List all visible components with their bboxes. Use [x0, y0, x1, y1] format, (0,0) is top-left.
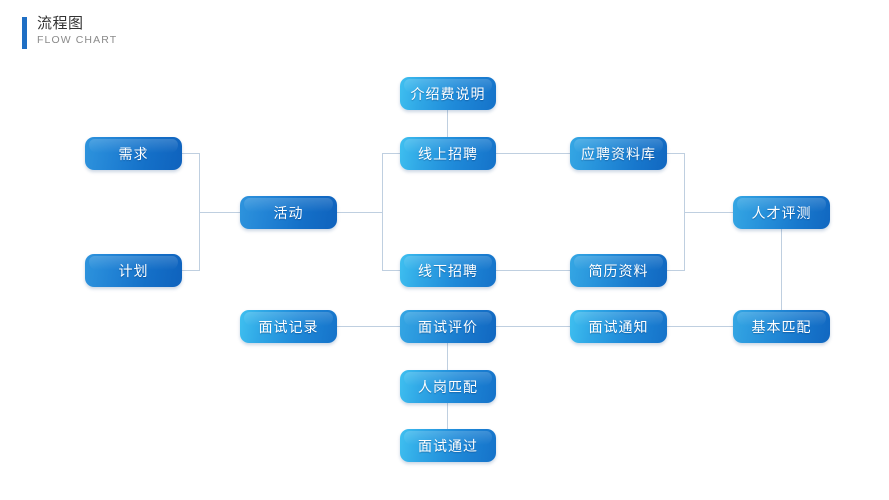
connector-pjmatch-to-pass [447, 403, 448, 430]
connector-eval-to-notice [496, 326, 570, 327]
node-label: 计划 [118, 262, 149, 279]
node-resume_data[interactable]: 简历资料 [570, 254, 667, 287]
node-demand[interactable]: 需求 [85, 137, 182, 170]
node-label: 人岗匹配 [418, 378, 478, 395]
node-talent_eval[interactable]: 人才评测 [733, 196, 830, 229]
connector-bus-to-activity [199, 212, 240, 213]
connector-record-to-eval [337, 326, 400, 327]
title-secondary: FLOW CHART [37, 34, 118, 46]
connector-activity-right [337, 212, 382, 213]
node-label: 需求 [118, 145, 149, 162]
title-accent-bar [22, 17, 27, 49]
node-label: 线下招聘 [418, 262, 478, 279]
node-interview_notice[interactable]: 面试通知 [570, 310, 667, 343]
page-title: 流程图 FLOW CHART [22, 16, 117, 49]
node-label: 简历资料 [588, 262, 649, 279]
node-label: 面试通知 [588, 318, 649, 335]
node-label: 介绍费说明 [410, 85, 486, 102]
connector-eval-to-pjmatch [447, 343, 448, 371]
connector-plan-right [182, 270, 199, 271]
node-label: 应聘资料库 [581, 145, 656, 162]
connector-mid-bus [382, 153, 383, 271]
node-applicant_db[interactable]: 应聘资料库 [570, 137, 667, 170]
connector-bus-to-online [382, 153, 400, 154]
node-interview_eval[interactable]: 面试评价 [400, 310, 496, 343]
connector-offline-to-resume [496, 270, 570, 271]
connector-bus-to-talent [684, 212, 733, 213]
connector-bus-to-offline [382, 270, 400, 271]
node-label: 活动 [273, 204, 304, 221]
node-basic_match[interactable]: 基本匹配 [733, 310, 830, 343]
connector-demand-right [182, 153, 199, 154]
node-label: 面试记录 [258, 318, 319, 335]
node-person_job_match[interactable]: 人岗匹配 [400, 370, 496, 403]
node-label: 面试评价 [418, 318, 478, 335]
node-offline_recruit[interactable]: 线下招聘 [400, 254, 496, 287]
connector-talent-stem [781, 229, 782, 311]
node-plan[interactable]: 计划 [85, 254, 182, 287]
node-label: 线上招聘 [418, 145, 478, 162]
node-label: 基本匹配 [751, 318, 812, 335]
node-activity[interactable]: 活动 [240, 196, 337, 229]
title-primary: 流程图 [37, 15, 84, 32]
node-label: 面试通过 [418, 437, 478, 454]
title-text-group: 流程图 FLOW CHART [37, 16, 117, 46]
node-label: 人才评测 [751, 204, 812, 221]
node-interview_record[interactable]: 面试记录 [240, 310, 337, 343]
node-interview_pass[interactable]: 面试通过 [400, 429, 496, 462]
connector-online-to-db [496, 153, 570, 154]
connector-intro-stem [447, 110, 448, 137]
connector-notice-to-basic [667, 326, 733, 327]
connector-resume-right [667, 270, 684, 271]
node-online_recruit[interactable]: 线上招聘 [400, 137, 496, 170]
connector-db-right [667, 153, 684, 154]
node-intro_fee[interactable]: 介绍费说明 [400, 77, 496, 110]
